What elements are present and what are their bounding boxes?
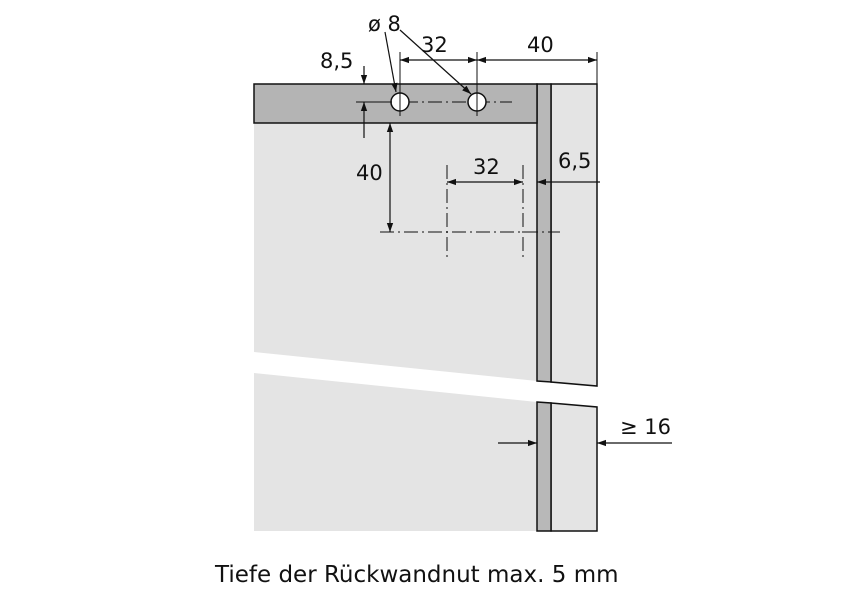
back-panel-groove-lower (536, 401, 552, 532)
label-min-thickness: ≥ 16 (620, 415, 671, 439)
side-panel-lower (254, 373, 537, 531)
label-hole-diameter: ø 8 (368, 12, 401, 36)
label-vertical-distance: 40 (356, 161, 383, 185)
leader-diameter-right (399, 29, 472, 95)
label-edge-distance: 40 (527, 33, 554, 57)
edge-panel-lower (550, 402, 598, 532)
back-panel-groove-upper (536, 83, 552, 383)
side-panel-upper (254, 84, 537, 381)
label-spacing-mid: 32 (473, 155, 500, 179)
hole-right (467, 88, 487, 116)
label-spacing-top: 32 (421, 33, 448, 57)
edge-panel-upper (550, 83, 598, 387)
label-top-offset: 8,5 (320, 49, 353, 73)
label-groove-offset: 6,5 (558, 149, 591, 173)
caption: Tiefe der Rückwandnut max. 5 mm (214, 562, 619, 588)
leader-diameter-left (384, 31, 398, 93)
